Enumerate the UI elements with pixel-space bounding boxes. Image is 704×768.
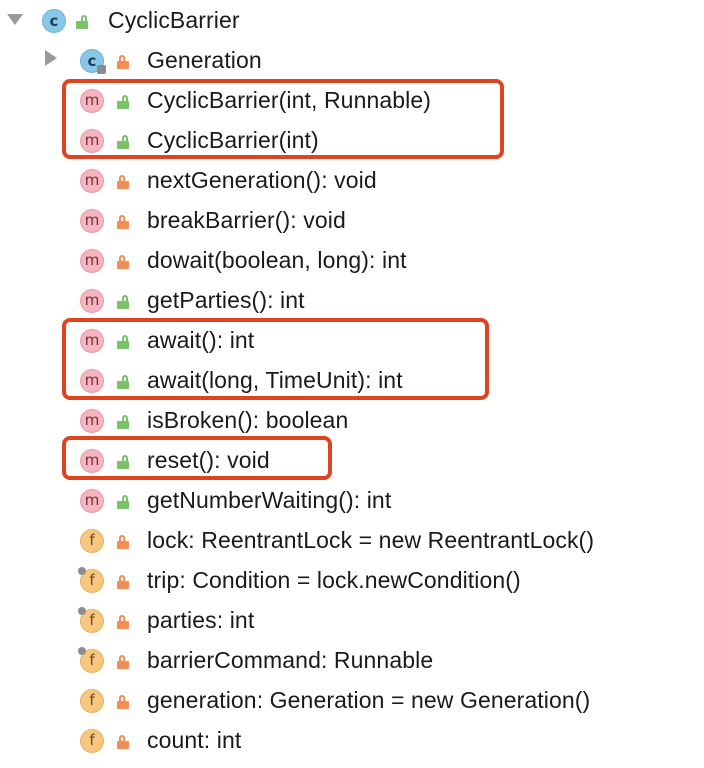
- field-icon: f: [80, 529, 104, 553]
- method-icon: m: [80, 249, 104, 273]
- private-visibility-icon: [117, 695, 129, 709]
- tree-item-method[interactable]: m await(): int: [0, 320, 704, 360]
- method-icon: m: [80, 489, 104, 513]
- tree-item-field[interactable]: f generation: Generation = new Generatio…: [0, 680, 704, 720]
- tree-item-label: getNumberWaiting(): int: [147, 487, 392, 513]
- tree-item-field[interactable]: f count: int: [0, 720, 704, 760]
- public-visibility-icon: [117, 335, 129, 349]
- root-class-label: CyclicBarrier: [108, 7, 240, 33]
- private-visibility-icon: [117, 575, 129, 589]
- private-visibility-icon: [117, 735, 129, 749]
- public-visibility-icon: [76, 15, 88, 29]
- class-icon: c: [42, 9, 66, 33]
- tree-item-label: await(): int: [147, 327, 255, 353]
- tree-item-field[interactable]: f trip: Condition = lock.newCondition(): [0, 560, 704, 600]
- tree-item-label: trip: Condition = lock.newCondition(): [147, 567, 521, 593]
- final-badge-icon: [78, 567, 86, 575]
- private-visibility-icon: [117, 255, 129, 269]
- public-visibility-icon: [117, 495, 129, 509]
- tree-item-field[interactable]: f barrierCommand: Runnable: [0, 640, 704, 680]
- private-visibility-icon: [117, 655, 129, 669]
- expand-arrow-icon[interactable]: [45, 50, 57, 66]
- tree-item-method[interactable]: m CyclicBarrier(int): [0, 120, 704, 160]
- private-visibility-icon: [117, 215, 129, 229]
- tree-item-label: parties: int: [147, 607, 255, 633]
- tree-item-method[interactable]: m dowait(boolean, long): int: [0, 240, 704, 280]
- field-icon: f: [80, 689, 104, 713]
- final-badge-icon: [78, 607, 86, 615]
- field-icon: f: [78, 647, 104, 673]
- public-visibility-icon: [117, 95, 129, 109]
- tree-item-label: generation: Generation = new Generation(…: [147, 687, 591, 713]
- tree-item-label: getParties(): int: [147, 287, 305, 313]
- public-visibility-icon: [117, 295, 129, 309]
- public-visibility-icon: [117, 135, 129, 149]
- tree-item-label: await(long, TimeUnit): int: [147, 367, 403, 393]
- tree-item-method[interactable]: m reset(): void: [0, 440, 704, 480]
- final-badge-icon: [78, 647, 86, 655]
- method-icon: m: [80, 89, 104, 113]
- field-icon: f: [78, 567, 104, 593]
- tree-root-cyclicbarrier[interactable]: c CyclicBarrier: [0, 0, 704, 40]
- tree-item-label: reset(): void: [147, 447, 270, 473]
- public-visibility-icon: [117, 375, 129, 389]
- method-icon: m: [80, 369, 104, 393]
- method-icon: m: [80, 409, 104, 433]
- tree-item-label: count: int: [147, 727, 242, 753]
- field-icon: f: [78, 607, 104, 633]
- tree-item-label: CyclicBarrier(int, Runnable): [147, 87, 431, 113]
- method-icon: m: [80, 209, 104, 233]
- highlight-box-await-methods: [62, 318, 489, 400]
- tree-item-generation[interactable]: c Generation: [0, 40, 704, 80]
- tree-item-method[interactable]: m getParties(): int: [0, 280, 704, 320]
- method-icon: m: [80, 129, 104, 153]
- tree-item-method[interactable]: m breakBarrier(): void: [0, 200, 704, 240]
- tree-item-label: CyclicBarrier(int): [147, 127, 319, 153]
- tree-item-label: dowait(boolean, long): int: [147, 247, 407, 273]
- private-visibility-icon: [117, 535, 129, 549]
- tree-item-method[interactable]: m nextGeneration(): void: [0, 160, 704, 200]
- private-visibility-icon: [117, 55, 129, 69]
- class-icon-letter: c: [87, 52, 97, 70]
- tree-item-label: breakBarrier(): void: [147, 207, 346, 233]
- tree-item-method[interactable]: m CyclicBarrier(int, Runnable): [0, 80, 704, 120]
- tree-item-label: isBroken(): boolean: [147, 407, 349, 433]
- public-visibility-icon: [117, 415, 129, 429]
- tree-item-label: nextGeneration(): void: [147, 167, 377, 193]
- highlight-box-reset-method: [62, 436, 332, 480]
- tree-item-method[interactable]: m getNumberWaiting(): int: [0, 480, 704, 520]
- tree-item-label: Generation: [147, 47, 262, 73]
- tree-item-field[interactable]: f parties: int: [0, 600, 704, 640]
- tree-item-label: barrierCommand: Runnable: [147, 647, 434, 673]
- public-visibility-icon: [117, 455, 129, 469]
- private-visibility-icon: [117, 615, 129, 629]
- static-badge-icon: [97, 65, 106, 74]
- method-icon: m: [80, 329, 104, 353]
- collapse-arrow-icon[interactable]: [7, 14, 23, 25]
- tree-item-field[interactable]: f lock: ReentrantLock = new ReentrantLoc…: [0, 520, 704, 560]
- private-visibility-icon: [117, 175, 129, 189]
- tree-item-method[interactable]: m await(long, TimeUnit): int: [0, 360, 704, 400]
- method-icon: m: [80, 169, 104, 193]
- tree-item-label: lock: ReentrantLock = new ReentrantLock(…: [147, 527, 595, 553]
- tree-item-method[interactable]: m isBroken(): boolean: [0, 400, 704, 440]
- highlight-box-constructors: [62, 79, 504, 159]
- method-icon: m: [80, 289, 104, 313]
- field-icon: f: [80, 729, 104, 753]
- class-icon-letter: c: [49, 12, 59, 30]
- inner-class-icon: c: [80, 49, 106, 74]
- method-icon: m: [80, 449, 104, 473]
